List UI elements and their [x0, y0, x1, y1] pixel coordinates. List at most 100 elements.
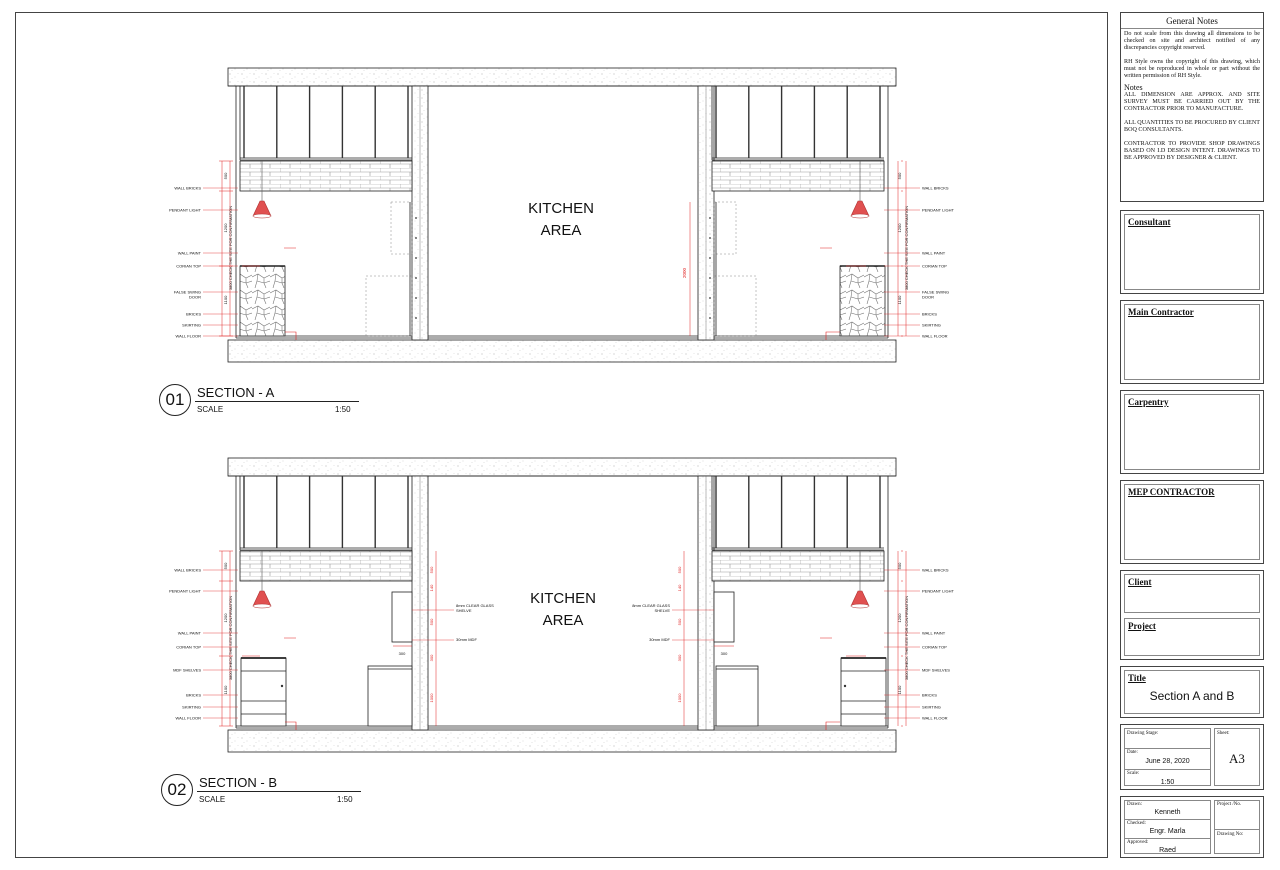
dimension-check-note-right: 3800 CHECK THE SITE FOR CONFIRMATION — [904, 596, 909, 680]
tag-left-b-7: WALL FLOOR — [176, 716, 202, 721]
dimension-500-left: 500 — [223, 562, 228, 569]
hinge-dot-left — [415, 317, 417, 319]
tag-left-b-6: SKIRTING — [182, 705, 201, 710]
tag-right-b-3: CORIAN TOP — [922, 645, 947, 650]
dimension-300-width-left: 300 — [399, 651, 406, 656]
brick-band-right — [711, 160, 885, 192]
dimension-300-mid-right: 300 — [677, 654, 682, 661]
consultant-box: Consultant — [1120, 210, 1264, 294]
mep-contractor-label: MEP CONTRACTOR — [1128, 487, 1215, 497]
tag-left-a-7: SKIRTING — [182, 323, 201, 328]
dimension-1100-left: 1100 — [223, 685, 228, 694]
hinge-dot-right — [709, 297, 711, 299]
tag-glass-shelve-left-1: 8mm CLEAR GLASS — [456, 603, 494, 608]
tag-right-b-7: WALL FLOOR — [922, 716, 948, 721]
tag-right-a-5: DOOR — [922, 295, 934, 300]
tag-glass-shelve-left-2: SHELVE — [456, 608, 472, 613]
hinge-dot-right — [709, 317, 711, 319]
hinge-dot-left — [415, 257, 417, 259]
cabinet-knob-left — [280, 684, 284, 688]
dimension-check-note-left: 3800 CHECK THE SITE FOR CONFIRMATION — [228, 596, 233, 680]
hidden-panel-left — [390, 201, 413, 255]
section-b-underline — [197, 791, 361, 792]
section-b-scale-value: 1:50 — [337, 795, 353, 804]
scale-label: Scale: — [1127, 771, 1140, 776]
carpentry-label: Carpentry — [1128, 397, 1169, 407]
tag-right-b-6: SKIRTING — [922, 705, 941, 710]
approval-divider-2 — [1125, 838, 1210, 839]
title-box: Title Section A and B — [1120, 666, 1264, 718]
floor-slab — [227, 339, 897, 363]
tag-right-b-5: BRICKS — [922, 693, 937, 698]
drawn-value: Kenneth — [1154, 809, 1181, 816]
hidden-panel-right — [713, 201, 737, 255]
section-a-underline — [195, 401, 359, 402]
stone-cabinet-left — [239, 265, 286, 337]
tag-right-a-1: PENDANT LIGHT — [922, 208, 954, 213]
tag-glass-shelve-right-1: 8mm CLEAR GLASS — [632, 603, 670, 608]
tag-left-b-3: CORIAN TOP — [176, 645, 201, 650]
tag-left-a-8: WALL FLOOR — [176, 334, 202, 339]
kitchen-area-label-line1: KITCHEN — [528, 200, 594, 217]
tag-left-b-5: BRICKS — [186, 693, 201, 698]
project-no-label: Project /No. — [1217, 802, 1242, 807]
notes-heading: Notes — [1124, 83, 1143, 92]
dimension-500b-mid-left: 500 — [429, 618, 434, 625]
section-b-title: SECTION - B — [199, 775, 278, 790]
approval-divider-3 — [1215, 829, 1259, 830]
hinge-dot-right — [709, 237, 711, 239]
dimension-500b-mid-right: 500 — [677, 618, 682, 625]
notes-body: ALL DIMENSION ARE APPROX. AND SITE SURVE… — [1121, 92, 1263, 171]
tag-left-a-0: WALL BRICKS — [174, 186, 201, 191]
tag-right-a-4: FALSE SWING — [922, 290, 949, 295]
general-note-copyright: RH Style owns the copyright of this draw… — [1124, 59, 1260, 79]
hinge-dot-right — [709, 257, 711, 259]
pendant-light-rim-left — [252, 213, 272, 219]
stage-box: Drawing Stage: Date: June 28, 2020 Scale… — [1120, 724, 1264, 790]
date-label: Date: — [1127, 750, 1138, 755]
stage-divider-2 — [1125, 769, 1210, 770]
main-contractor-box: Main Contractor — [1120, 300, 1264, 384]
sheet-label: Sheet: — [1217, 731, 1230, 736]
hinge-dot-left — [415, 237, 417, 239]
section-a-number-circle: 01 — [159, 384, 191, 416]
tag-right-a-2: WALL PAINT — [922, 251, 946, 256]
pendant-light-rim-left — [252, 603, 272, 609]
drawing-sheet-border — [15, 12, 1108, 858]
skirting-marker-right — [825, 331, 840, 340]
project-label: Project — [1128, 621, 1156, 631]
brick-band-right — [711, 550, 885, 582]
base-unit-right — [715, 665, 759, 727]
approval-box: Drawn: Kenneth Checked: Engr. Marla Appr… — [1120, 796, 1264, 858]
drawing-no-label: Drawing No: — [1217, 832, 1244, 837]
stage-divider-1 — [1125, 748, 1210, 749]
pendant-light-rim-right — [850, 603, 870, 609]
approved-value: Raed — [1159, 847, 1176, 854]
section-a-title: SECTION - A — [197, 385, 275, 400]
sheet-value: A3 — [1229, 751, 1245, 766]
tag-right-b-4: MDF SHELVES — [922, 668, 950, 673]
general-notes-body: Do not scale from this drawing all dimen… — [1121, 29, 1263, 83]
tag-right-a-7: SKIRTING — [922, 323, 941, 328]
note-dimensions: ALL DIMENSION ARE APPROX. AND SITE SURVE… — [1124, 92, 1260, 112]
drawing-stage-label: Drawing Stage: — [1127, 731, 1159, 736]
section-a-scale-value: 1:50 — [335, 405, 351, 414]
dimension-500-right: 500 — [897, 172, 902, 179]
brick-band-left — [239, 550, 413, 582]
hinge-dot-right — [709, 217, 711, 219]
dimension-1200-left: 1200 — [223, 223, 228, 233]
tag-left-a-5: DOOR — [189, 295, 201, 300]
pendant-light-rim-right — [850, 213, 870, 219]
hidden-door-left — [365, 275, 413, 337]
tag-mdf-right: 30mm MDF — [649, 637, 670, 642]
tag-right-b-1: PENDANT LIGHT — [922, 589, 954, 594]
kitchen-area-label-line2: AREA — [541, 222, 582, 239]
title-label: Title — [1128, 673, 1146, 683]
base-unit-left — [367, 665, 413, 727]
kitchen-area-label-line2: AREA — [543, 612, 584, 629]
stone-cabinet-right — [839, 265, 886, 337]
dimension-1200-right: 1200 — [897, 223, 902, 233]
tag-right-a-8: WALL FLOOR — [922, 334, 948, 339]
